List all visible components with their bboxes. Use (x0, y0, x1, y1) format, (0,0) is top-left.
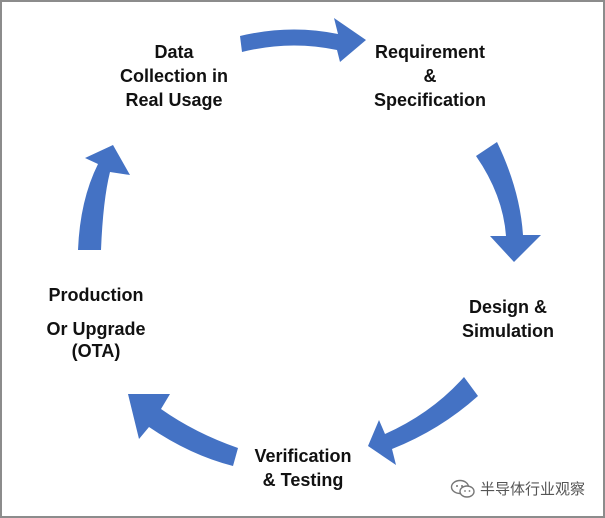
arrow-lower-left (128, 394, 238, 466)
watermark-text: 半导体行业观察 (480, 480, 586, 498)
stage-requirement: Requirement & Specification (373, 42, 487, 110)
arrow-right (476, 142, 541, 262)
arrow-lower-right (368, 377, 478, 465)
arrow-left (78, 145, 130, 250)
stage-design: Design & Simulation (461, 297, 554, 341)
stage-production: Production Or Upgrade (OTA) (46, 285, 146, 361)
watermark: 半导体行业观察 (450, 478, 585, 499)
stage-data-collection: Data Collection in Real Usage (120, 42, 228, 110)
arrow-top (240, 18, 366, 62)
stage-verification: Verification & Testing (254, 446, 352, 490)
wechat-icon (450, 479, 475, 498)
